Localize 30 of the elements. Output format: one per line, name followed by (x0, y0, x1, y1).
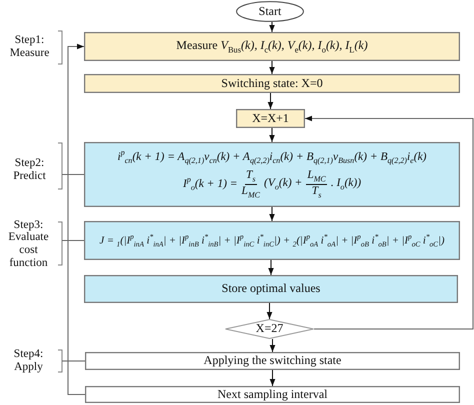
process-box: Store optimal values (84, 275, 458, 303)
arrow (269, 206, 275, 222)
arrow (268, 260, 274, 276)
process-box: Measure V$_{Bus}$(k), I$_{c}$(k), V$_{e}$(k), I$_{o}$(k), I$_{L}$(k) (84, 32, 460, 61)
arrow (269, 22, 275, 32)
step-label: Step2: Predict (12, 157, 47, 183)
arrow (270, 338, 276, 352)
decision-diamond: X=27 (225, 319, 314, 339)
connector-line (62, 174, 84, 175)
formula: I$^{p}$$_{o}$(k + 1) = T$_{s}$ L$_{MC}$ (V$_{o}$(k) + L$_{MC}$ T$_{s}$ . I$_{o}$(k)) (182, 168, 362, 200)
arrow (269, 60, 275, 74)
arrow (270, 370, 276, 386)
formula: i$^{p}$$_{cn}$(k + 1) = A$_{q(2,1)}$v$_{cn}$(k) + A$_{q(2,2)}$i$_{cn}$(k) + B$_{q(2,1)}$v$_{Busn}$(k) + B$_{q(2,2)}$i$_{e}$(k) (117, 148, 427, 166)
step-label: Step3: Evaluate cost function (7, 218, 50, 270)
process-box: Next sampling interval (85, 386, 460, 403)
step-label: Step4: Apply (12, 348, 44, 374)
process-box (84, 142, 460, 207)
step-label: Step1: Measure (8, 34, 50, 60)
connector-line (62, 240, 84, 241)
arrow (266, 302, 272, 320)
process-box: X=X+1 (236, 109, 305, 128)
process-box: Applying the switching state (85, 352, 460, 370)
process-box: J = $_{1}$(|I$^{p}$$_{inA}$ i$^{*}$$_{inA}$| + |I$^{p}$$_{inB}$ i$^{*}$$_{inB}$| + |I$^{p}$$_{inC}$ i$^{*}$$_{inC}$|) + $_{2}$(|I$^{p}$$_{oA}$ i$^{*}$$_{oA}$| + |I$^{p}$$_{oB}$ i$^{*}$$_{oB}$| + |I$^{p}$$_{oC}$ i$^{*}$$_{oC}$|) (84, 221, 460, 260)
process-box: Switching state: X=0 (84, 74, 460, 93)
start-ellipse: Start (236, 1, 304, 22)
arrow (68, 44, 86, 395)
connector-line (62, 360, 86, 362)
arrow (268, 92, 274, 110)
arrow (304, 116, 474, 330)
arrow (269, 128, 275, 142)
